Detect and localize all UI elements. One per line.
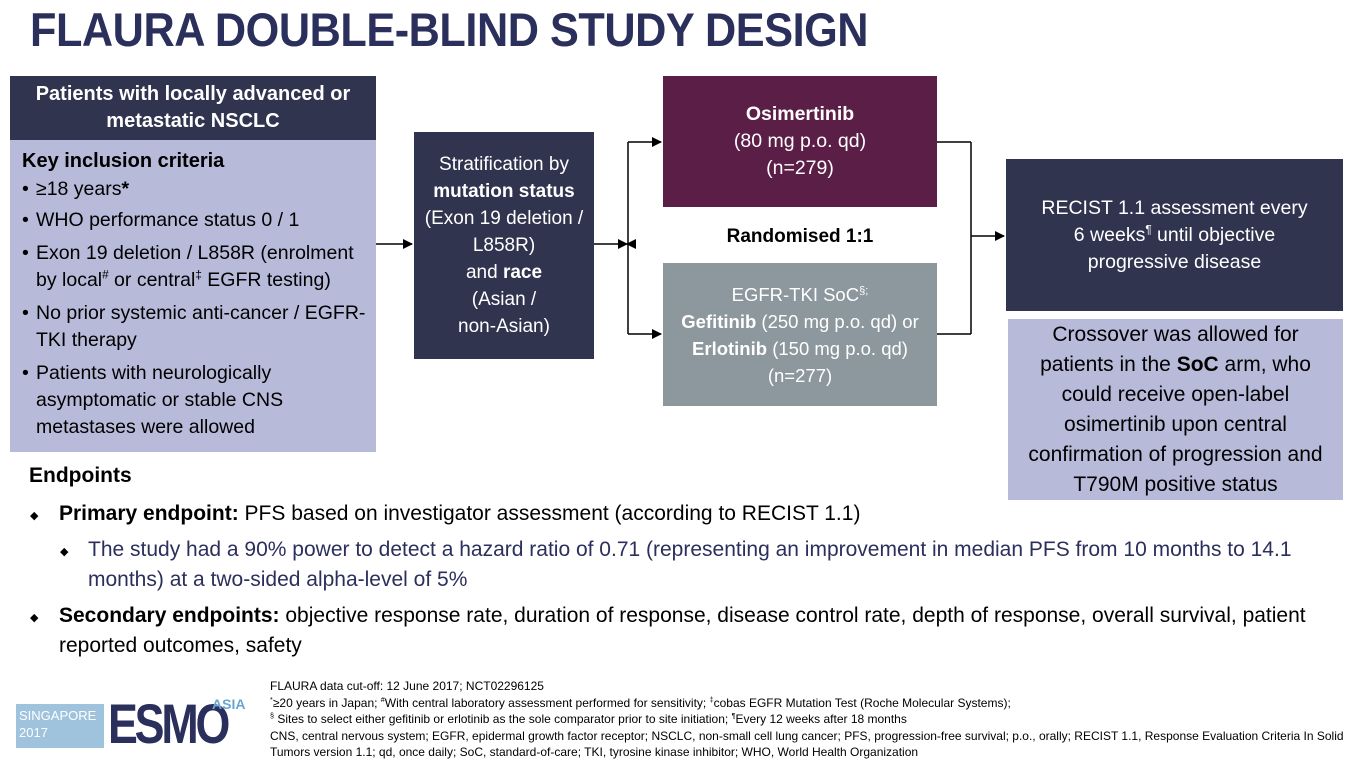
osimertinib-arm-box: Osimertinib (80 mg p.o. qd) (n=279) xyxy=(663,76,937,207)
criteria-title: Key inclusion criteria xyxy=(22,150,225,172)
crossover-box: Crossover was allowed for patients in th… xyxy=(1008,319,1343,500)
criteria-text: No prior systemic anti-cancer / EGFR-TKI… xyxy=(36,302,366,351)
strat-line: mutation status xyxy=(433,181,575,202)
criteria-item: • ≥18 years* xyxy=(22,176,366,203)
criteria-item: • No prior systemic anti-cancer / EGFR-T… xyxy=(22,300,366,354)
crossover-line: confirmation of progression and xyxy=(1028,442,1323,466)
inclusion-criteria-box: Key inclusion criteria • ≥18 years* • WH… xyxy=(10,140,376,452)
footnote-line: Tumors version 1.1; qd, once daily; SoC,… xyxy=(270,745,919,759)
patients-header: Patients with locally advanced or metast… xyxy=(10,76,376,140)
patients-header-text: Patients with locally advanced or metast… xyxy=(35,83,351,132)
criteria-text: WHO performance status 0 / 1 xyxy=(36,209,300,231)
strat-line: Stratification by xyxy=(439,154,569,175)
strat-line: (Asian / xyxy=(471,289,537,310)
logo-brand: ESMO xyxy=(108,692,230,755)
strat-line: and race xyxy=(465,262,543,283)
power-statement: The study had a 90% power to detect a ha… xyxy=(88,538,1292,591)
primary-endpoint: Primary endpoint: PFS based on investiga… xyxy=(59,502,861,525)
soc-n: (n=277) xyxy=(767,364,833,386)
criteria-item: • Patients with neurologically asymptoma… xyxy=(22,360,366,441)
footnote-line: CNS, central nervous system; EGFR, epide… xyxy=(270,728,1344,743)
footnotes: FLAURA data cut-off: 12 June 2017; NCT02… xyxy=(270,678,1350,761)
esmo-asia-logo: SINGAPORE 2017 ESMO ASIA xyxy=(14,692,254,756)
recist-line: RECIST 1.1 assessment every xyxy=(1041,196,1308,219)
recist-line: 6 weeks¶ until objective xyxy=(1073,223,1276,246)
footnote-line: FLAURA data cut-off: 12 June 2017; NCT02… xyxy=(270,679,544,693)
secondary-endpoints: Secondary endpoints: objective response … xyxy=(59,604,1306,657)
crossover-line: osimertinib upon central xyxy=(1064,412,1287,436)
endpoints-heading: Endpoints xyxy=(29,464,132,487)
bullet-dot: • xyxy=(22,362,29,384)
osimertinib-n: (n=279) xyxy=(766,157,834,179)
randomised-label: Randomised 1:1 xyxy=(726,226,874,247)
page-title: FLAURA DOUBLE-BLIND STUDY DESIGN xyxy=(30,3,869,56)
soc-line: EGFR-TKI SoC§; xyxy=(731,283,869,305)
recist-assessment-box: RECIST 1.1 assessment every 6 weeks¶ unt… xyxy=(1006,159,1343,311)
stratification-box: Stratification by mutation status (Exon … xyxy=(414,132,594,359)
logo-location-block: SINGAPORE 2017 xyxy=(16,704,104,748)
soc-arm-box: EGFR-TKI SoC§; Gefitinib (250 mg p.o. qd… xyxy=(663,263,937,406)
crossover-line: patients in the SoC arm, who xyxy=(1040,352,1311,376)
criteria-item: • WHO performance status 0 / 1 xyxy=(22,207,366,234)
soc-erlotinib: Erlotinib (150 mg p.o. qd) xyxy=(692,337,908,359)
strat-line: non-Asian) xyxy=(458,316,550,337)
crossover-line: could receive open-label xyxy=(1061,382,1290,406)
crossover-line: T790M positive status xyxy=(1073,472,1278,496)
logo-year: 2017 xyxy=(19,725,48,740)
bullet-dot: • xyxy=(22,302,29,324)
footnote-line: § Sites to select either gefitinib or er… xyxy=(270,711,907,726)
criteria-text: Patients with neurologically asymptomati… xyxy=(36,362,284,438)
soc-gefitinib: Gefitinib (250 mg p.o. qd) or xyxy=(681,310,919,332)
criteria-item: • Exon 19 deletion / L858R (enrolment by… xyxy=(22,240,366,294)
criteria-text: Exon 19 deletion / L858R (enrolment by l… xyxy=(36,242,354,291)
bullet-dot: • xyxy=(22,242,29,264)
strat-line: (Exon 19 deletion / xyxy=(424,208,584,229)
diamond-bullet-icon: ◆ xyxy=(30,612,39,624)
criteria-text: ≥18 years* xyxy=(36,178,130,200)
diamond-bullet-icon: ◆ xyxy=(60,546,69,558)
osimertinib-name: Osimertinib xyxy=(745,103,855,125)
diamond-bullet-icon: ◆ xyxy=(30,510,39,522)
crossover-line: Crossover was allowed for xyxy=(1052,322,1299,346)
osimertinib-dose: (80 mg p.o. qd) xyxy=(733,130,867,152)
logo-region: ASIA xyxy=(212,696,246,712)
logo-city: SINGAPORE xyxy=(19,708,97,723)
bullet-dot: • xyxy=(22,209,29,231)
bullet-dot: • xyxy=(22,178,29,200)
recist-line: progressive disease xyxy=(1087,250,1262,273)
strat-line: L858R) xyxy=(472,235,536,256)
footnote-line: *≥20 years in Japan; #With central labor… xyxy=(270,694,1011,710)
